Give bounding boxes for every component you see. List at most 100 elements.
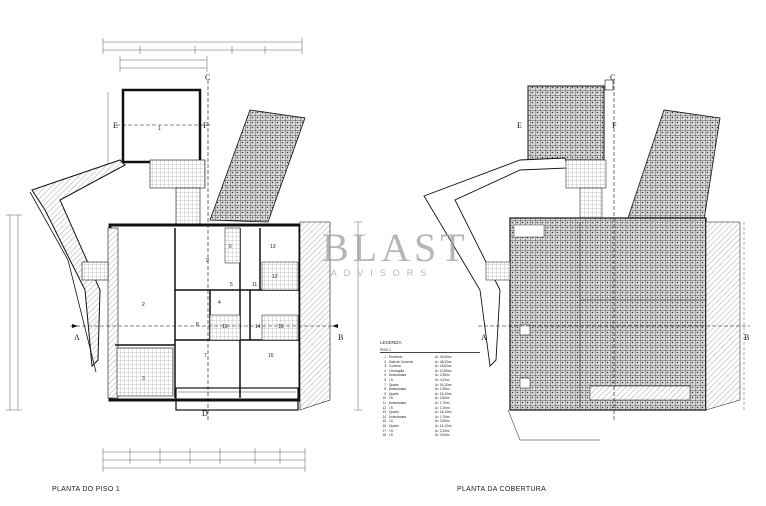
legend-area: A= 3,90m² [435,419,450,424]
legend-area: A= 48,00m² [435,359,452,364]
watermark-brand: BLAST [322,225,469,270]
stair-upper [149,159,206,189]
dimension-lines-left [6,92,109,411]
legend-number: 3 [384,364,386,369]
section-label-b: B [744,333,749,342]
section-label-a: A [481,333,487,342]
legend-number: 8 [384,387,386,392]
legend-name: Antecâmara [389,414,407,419]
legend-number: 11 [382,400,386,405]
room-number: 5 [230,282,233,288]
legend-number: 1 [384,355,386,359]
legend-name: Circulação [389,368,405,373]
room-number: 2 [142,302,145,308]
room-number: 1 [158,126,161,132]
roof-strip-plan [209,109,306,223]
legend-area: A= 10,80m² [435,368,452,373]
caption-floor-plan: PLANTA DO PISO 1 [52,486,121,493]
room-number: 6 [229,244,232,250]
legend-number: 2 [384,359,386,364]
legend-subtitle: PISO 1 [380,348,480,353]
legend-name: I.S. [389,433,394,438]
section-label-d: D [202,409,208,418]
legend-name: Sala de Convívio [389,359,414,364]
legend-name: I.S. [389,419,394,424]
legend-area: A= 18,60m² [435,364,452,369]
room-number: 8 [196,322,199,328]
room-number: 14 [255,324,261,330]
roof-plan: A B C E F [423,73,750,441]
legend-area: A= 1,70m² [435,400,450,405]
room-office-block [121,88,202,164]
section-label-c: C [610,73,615,82]
legend-area: A= 3,50m² [435,396,450,401]
room-number: 9 [206,258,209,264]
legend-number: 9 [384,391,386,396]
legend-name: Escritório [389,355,403,359]
stair-left [81,261,109,281]
caption-roof-plan: PLANTA DA COBERTURA [457,486,547,493]
legend-number: 10 [382,396,386,401]
legend-name: I.S. [389,396,394,401]
legend-number: 4 [384,368,386,373]
legend-name: Quarto [389,391,399,396]
floor-plan: 1 2 3 4 5 6 7 8 9 10 11 12 13 14 15 16 A… [6,38,362,472]
dimension-lines-bottom [102,448,306,472]
legend-name: Antecâmara [389,373,407,378]
section-label-f: F [203,121,208,130]
legend-number: 18 [382,433,386,438]
section-label-b: B [338,333,343,342]
legend-number: 14 [382,414,386,419]
section-label-a: A [74,333,80,342]
legend-area: A= 16,10m² [435,391,452,396]
room-number: 11 [252,282,257,288]
legend-area: A= 3,10m² [435,405,450,410]
room-number: 13 [270,244,276,250]
terrain-hatch-right [299,221,331,411]
legend-number: 15 [382,419,386,424]
main-building [107,223,302,411]
room-number: 12 [272,274,278,280]
legend-area: A= 3,00m² [435,433,450,438]
section-markers-plan [70,80,340,420]
legend-area: A= 14,10m² [435,423,452,428]
legend-name: I.S. [389,405,394,410]
legend-name: I.S. [389,377,394,382]
dimension-lines-top [102,38,303,72]
legend-number: 13 [382,410,386,415]
legend-name: Antecâmara [389,387,407,392]
roof-main [509,217,707,411]
legend-number: 17 [382,428,386,433]
legend-area: A= 4,10m² [435,377,450,382]
room-number: 7 [204,353,207,359]
legend-name: Quarto [389,423,399,428]
legend-name: Cozinha [389,364,401,369]
room-number: 3 [142,376,145,382]
legend-area: A= 2,30m² [435,387,450,392]
roof-upper-block [527,85,605,161]
terrain-wedge-roof [423,157,569,367]
section-label-e: E [517,121,522,130]
legend-area: A= 2,30m² [435,373,450,378]
legend-number: 12 [382,405,386,410]
legend-name: Quarto [389,382,399,387]
room-number: 4 [218,300,221,306]
section-label-c: C [205,73,210,82]
legend-number: 7 [384,382,386,387]
